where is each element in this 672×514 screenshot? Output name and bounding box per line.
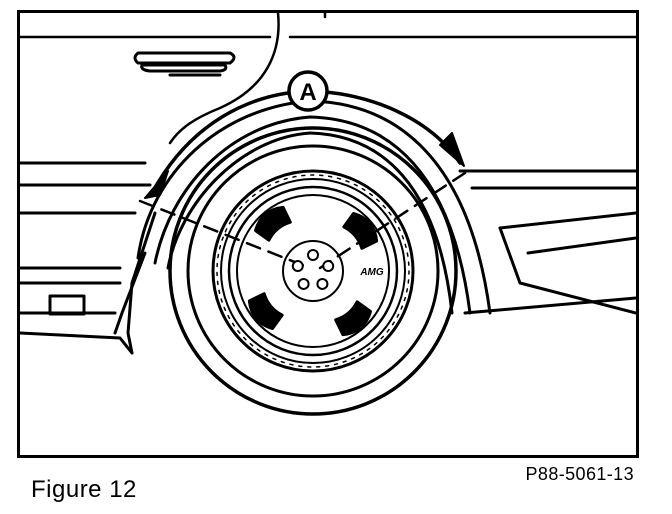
lug-nut [291, 260, 304, 273]
front-body-panel [20, 161, 157, 355]
callout-label: A [299, 79, 316, 106]
wheel-spoke [334, 300, 372, 337]
lug-nut [297, 277, 310, 290]
wheel-icon: AMG [168, 126, 458, 416]
lug-nut [307, 249, 319, 261]
wheel-badge: AMG [359, 267, 384, 278]
figure-code: P88-5061-13 [525, 464, 634, 484]
wheel-spoke [342, 212, 379, 250]
door-outline [20, 13, 636, 145]
dashed-guide-lines [138, 171, 467, 270]
side-marker-icon [48, 294, 86, 316]
arrow-head-icon [144, 170, 169, 199]
wheel-arch-illustration: A AMG [20, 13, 636, 416]
wheel-spoke [247, 292, 284, 330]
figure-frame: A AMG [17, 10, 639, 458]
figure-caption: Figure 12 [31, 476, 137, 503]
rear-body-panel [458, 169, 636, 315]
door-handle-icon [133, 51, 236, 77]
callout-a: A [287, 70, 329, 112]
wheel-spoke [254, 205, 292, 242]
arrow-head-icon [439, 132, 465, 167]
lug-nut [322, 260, 335, 273]
lug-nut [316, 277, 329, 290]
